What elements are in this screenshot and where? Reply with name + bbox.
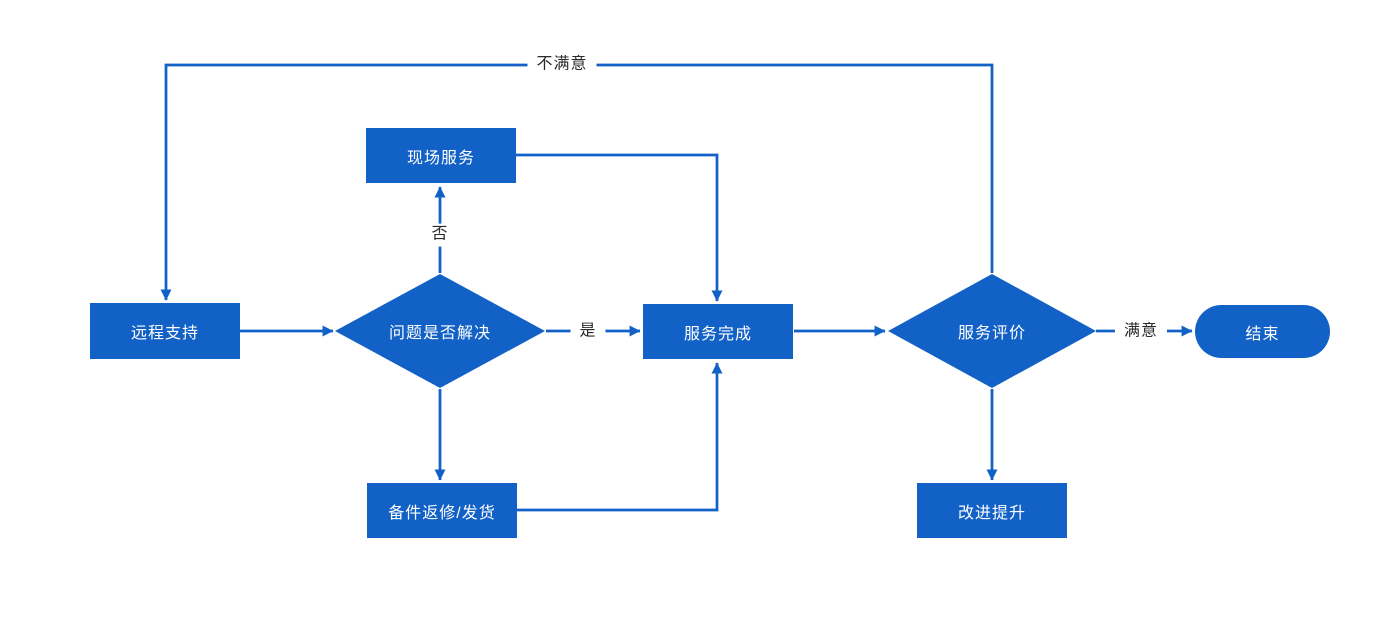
edge-label-unsatisfied: 不满意	[527, 53, 597, 77]
edge-label-satisfied: 满意	[1114, 320, 1168, 344]
node-remote-support: 远程支持	[90, 303, 240, 359]
node-improvement: 改进提升	[917, 483, 1067, 538]
edge-label-yes: 是	[570, 320, 606, 344]
node-service-complete: 服务完成	[643, 304, 793, 359]
node-remote-support-label: 远程支持	[130, 325, 199, 342]
edge-label-no: 否	[422, 223, 458, 247]
node-improvement-label: 改进提升	[957, 504, 1026, 522]
node-service-evaluation-label: 服务评价	[957, 325, 1026, 342]
node-onsite-service: 现场服务	[366, 128, 516, 183]
edge-onsite-service-to-service-complete	[516, 153, 723, 302]
node-problem-solved-label: 问题是否解决	[388, 325, 491, 342]
node-onsite-service-label: 现场服务	[406, 149, 475, 167]
node-service-complete-label: 服务完成	[683, 325, 752, 343]
node-spare-parts: 备件返修/发货	[367, 483, 517, 538]
edge-service-evaluation-unsatisfied-to-remote-support	[160, 63, 994, 301]
node-spare-parts-label: 备件返修/发货	[388, 504, 496, 522]
node-end-label: 结束	[1245, 325, 1280, 343]
edge-spare-parts-to-service-complete	[517, 362, 723, 512]
node-end: 结束	[1195, 305, 1330, 358]
